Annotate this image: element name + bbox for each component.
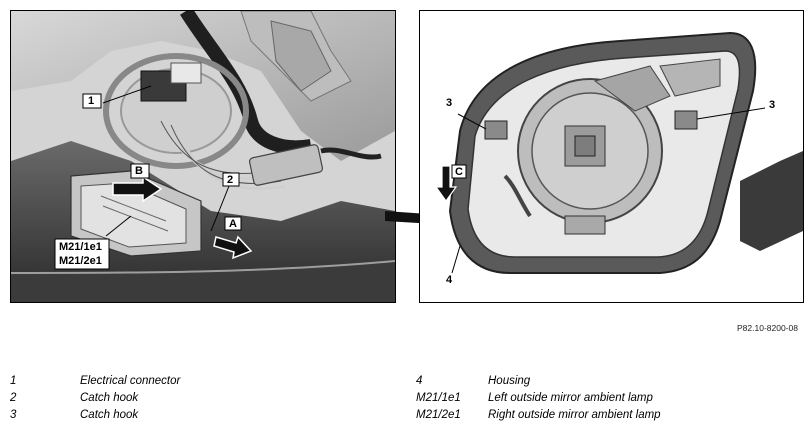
legend-text: Left outside mirror ambient lamp (488, 392, 653, 404)
legend-key: M21/2e1 (416, 409, 461, 421)
legend-text: Right outside mirror ambient lamp (488, 409, 661, 421)
legend-text: Catch hook (80, 409, 139, 421)
callout-2: 2 (227, 174, 234, 186)
left-detail-view: 1 2 B A M21/1e1 M21/2e1 (10, 10, 396, 303)
legend-right: 4 Housing M21/1e1 Left outside mirror am… (416, 375, 806, 425)
arrow-c-label: C (455, 166, 463, 178)
right-detail-view: 3 3 C 4 (419, 10, 804, 303)
mirror-underside-illustration (11, 11, 395, 302)
legend-key: 4 (416, 375, 423, 387)
lamp-label-line2: M21/2e1 (59, 255, 102, 267)
legend-text: Housing (488, 375, 531, 387)
lamp-label-line1: M21/1e1 (59, 241, 102, 253)
figure-reference: P82.10-8200-08 (737, 323, 798, 333)
arrow-a-label: A (229, 218, 237, 230)
legend-key: 1 (10, 375, 17, 387)
callout-4: 4 (446, 274, 453, 286)
legend-key: M21/1e1 (416, 392, 461, 404)
technical-illustration: 1 2 B A M21/1e1 M21/2e1 (10, 10, 804, 310)
mirror-housing-illustration (420, 11, 803, 302)
arrow-b-label: B (135, 165, 143, 177)
legend-key: 3 (10, 409, 17, 421)
legend-text: Electrical connector (80, 375, 181, 387)
callout-3-left: 3 (446, 97, 453, 109)
legend-left: 1 Electrical connector 2 Catch hook 3 Ca… (10, 375, 390, 425)
legend-text: Catch hook (80, 392, 139, 404)
legend-key: 2 (10, 392, 17, 404)
callout-1: 1 (88, 95, 95, 107)
callout-3-right: 3 (769, 99, 776, 111)
